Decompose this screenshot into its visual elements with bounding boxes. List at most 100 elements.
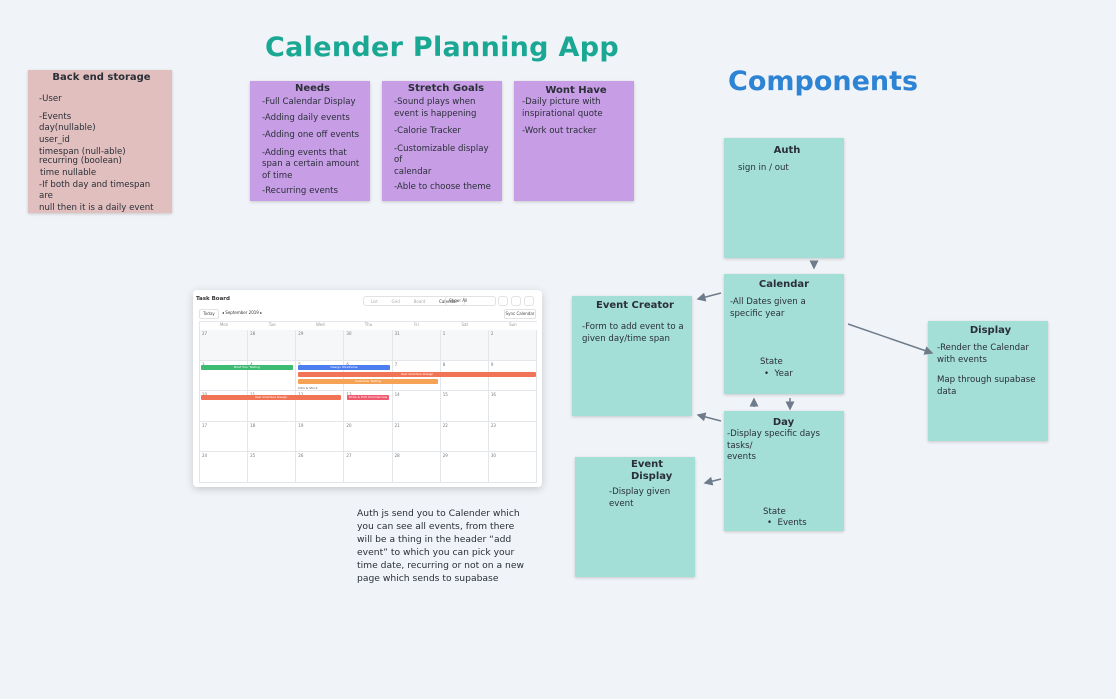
code-icon[interactable] <box>524 296 534 306</box>
components-title: Components <box>728 66 919 97</box>
event-bar[interactable]: Write & Edit Commercials <box>347 395 389 400</box>
day-line: -Display specific days tasks/ <box>727 429 820 451</box>
backend-line: null then it is a daily event <box>39 202 154 213</box>
display-component-note[interactable]: Display -Render the Calendar with events… <box>928 321 1048 441</box>
task-board-preview[interactable]: Task Board List Grid Board Calendar Show… <box>193 290 542 487</box>
calendar-day-cell[interactable]: 11 <box>248 391 297 422</box>
show-filter[interactable]: Show: All <box>445 296 496 306</box>
backend-title: Back end storage <box>52 72 151 83</box>
event-bar[interactable]: Customer Testing <box>298 379 438 384</box>
day-title: Day <box>772 417 795 428</box>
needs-title: Needs <box>294 83 331 94</box>
calendar-day-cell[interactable]: 13 <box>344 391 393 422</box>
event-bar[interactable]: User Interface Design <box>201 395 341 400</box>
needs-item: -Recurring events <box>262 186 339 196</box>
event-display-component-note[interactable]: Event Display -Display given event <box>575 457 695 577</box>
backend-line: -If both day and timespan are <box>39 179 151 202</box>
event-creator-line: given day/time span <box>582 333 670 344</box>
wont-title: Wont Have <box>545 85 607 96</box>
wont-item: inspirational quote <box>522 108 603 119</box>
needs-item: -Adding daily events <box>262 112 350 123</box>
note-line: Auth js send you to Calender which <box>357 508 520 519</box>
calendar-day-cell[interactable]: 31 <box>392 330 441 361</box>
arrow-day-to-event-creator <box>696 412 722 422</box>
wont-have-note[interactable]: Wont Have -Daily picture with inspiratio… <box>514 81 634 201</box>
calendar-day-cell[interactable]: 22 <box>440 421 489 452</box>
calendar-day-cell[interactable]: 1 <box>440 330 489 361</box>
calendar-day-cell[interactable]: 29 <box>296 330 345 361</box>
needs-item: of time <box>262 170 293 181</box>
event-creator-component-note[interactable]: Event Creator -Form to add event to a gi… <box>572 296 692 416</box>
calendar-day-cell[interactable]: 10 <box>200 391 249 422</box>
wont-item: -Daily picture with <box>522 97 601 107</box>
view-tab[interactable]: Board <box>413 298 426 304</box>
view-tab[interactable]: Grid <box>391 298 400 304</box>
calendar-line: -All Dates given a <box>730 297 806 307</box>
view-tab[interactable]: List <box>370 298 378 304</box>
calendar-day-cell[interactable]: 16 <box>488 391 537 422</box>
event-bar[interactable]: Brief Your Testing <box>201 365 293 370</box>
stretch-item: event is happening <box>394 108 477 119</box>
calendar-day-cell[interactable]: 28 <box>248 330 297 361</box>
display-line: Map through supabase <box>937 375 1036 385</box>
calendar-day-cell[interactable]: 3 <box>200 360 249 391</box>
stretch-item: -Sound plays when <box>394 97 476 107</box>
calendar-day-cell[interactable]: 12 <box>296 391 345 422</box>
calendar-day-cell[interactable]: 2 <box>488 330 537 361</box>
calendar-day-cell[interactable]: 30 <box>344 330 393 361</box>
calendar-day-cell[interactable]: 21 <box>392 421 441 452</box>
month-nav[interactable]: ◂ September 2019 ▸ <box>222 310 263 315</box>
calendar-day-cell[interactable]: 18 <box>248 421 297 452</box>
calendar-day-cell[interactable]: 9 <box>488 360 537 391</box>
filter-icon[interactable] <box>511 296 521 306</box>
stretch-item: -Customizable display of <box>394 143 489 166</box>
backend-line: day(nullable) <box>39 123 96 133</box>
event-bar[interactable]: Design Wireframe <box>298 365 390 370</box>
calendar-day-cell[interactable]: 29 <box>440 452 489 483</box>
event-creator-title: Event Creator <box>596 300 674 311</box>
calendar-day-cell[interactable]: 17 <box>200 421 249 452</box>
display-title: Display <box>969 325 1012 336</box>
calendar-day-cell[interactable]: 30 <box>488 452 537 483</box>
backend-line: timespan (null-able) <box>39 147 126 157</box>
backend-storage-note[interactable]: Back end storage -User -Events day(nulla… <box>28 70 172 213</box>
event-bar[interactable]: User Interface Design <box>298 372 536 377</box>
weekday: Mon <box>219 322 229 327</box>
calendar-day-cell[interactable]: 19 <box>296 421 345 452</box>
calendar-day-cell[interactable]: 24 <box>200 452 249 483</box>
weekday: Sat <box>461 322 469 327</box>
calendar-day-cell[interactable]: 28 <box>392 452 441 483</box>
calendar-day-cell[interactable]: 25 <box>248 452 297 483</box>
calendar-state-item: • Year <box>764 368 793 379</box>
day-component-note[interactable]: Day -Display specific days tasks/ events… <box>724 411 844 531</box>
today-button[interactable]: Today <box>199 309 219 319</box>
sync-calendar-button[interactable]: Sync Calendar <box>504 309 536 319</box>
calendar-day-cell[interactable]: 20 <box>344 421 393 452</box>
board-title: Task Board <box>196 296 230 302</box>
calendar-day-cell[interactable]: 15 <box>440 391 489 422</box>
note-line: time date, recurring or not on a new <box>357 559 525 571</box>
needs-item: span a certain amount <box>262 159 360 169</box>
stretch-goals-note[interactable]: Stretch Goals -Sound plays when event is… <box>382 81 502 201</box>
day-state: State <box>763 506 786 517</box>
calendar-day-cell[interactable]: 4 <box>248 360 297 391</box>
calendar-day-cell[interactable]: 23 <box>488 421 537 452</box>
calendar-day-cell[interactable]: 27 <box>200 330 249 361</box>
calendar-day-cell[interactable]: 27 <box>344 452 393 483</box>
note-line: you can see all events, from there <box>357 520 515 532</box>
backend-line: recurring (boolean) <box>39 156 122 166</box>
weekday: Thu <box>364 322 373 327</box>
calendar-component-note[interactable]: Calendar -All Dates given a specific yea… <box>724 274 844 394</box>
day-state-item: • Events <box>767 518 807 528</box>
calendar-day-cell[interactable]: 14 <box>392 391 441 422</box>
calendar-title: Calendar <box>758 279 810 290</box>
display-line: -Render the Calendar <box>937 343 1029 353</box>
event-text: Intro & Stock <box>298 386 318 390</box>
auth-component-note[interactable]: Auth sign in / out <box>724 138 844 258</box>
expand-icon[interactable] <box>498 296 508 306</box>
calendar-day-cell[interactable]: 26 <box>296 452 345 483</box>
view-tab[interactable]: Calendar <box>439 298 458 304</box>
display-line: with events <box>937 354 987 365</box>
needs-note[interactable]: Needs -Full Calendar Display -Adding dai… <box>250 81 370 201</box>
